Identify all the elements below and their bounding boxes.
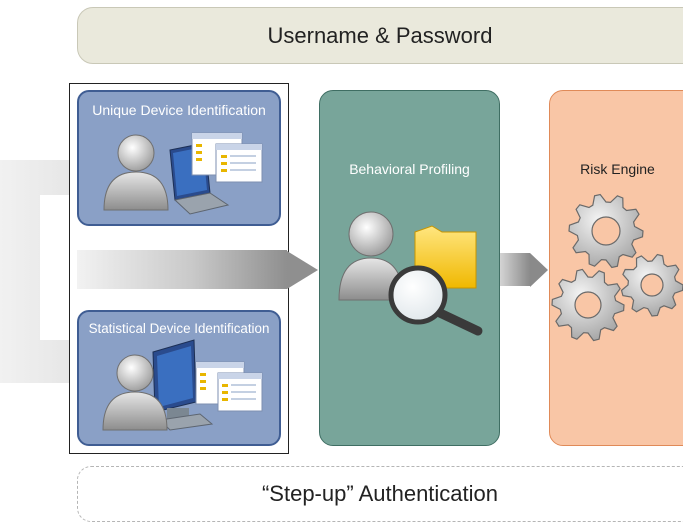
gear-hole (591, 216, 621, 246)
arrow-to-risk (500, 253, 548, 287)
risk-engine-label: Risk Engine (580, 161, 655, 177)
gear-cluster (551, 193, 683, 342)
behavioral-profiling-label: Behavioral Profiling (349, 161, 470, 177)
top-banner-label: Username & Password (267, 23, 493, 48)
magnifier-icon (388, 265, 483, 336)
gear-hole (640, 273, 664, 297)
unique-device-label: Unique Device Identification (92, 102, 266, 118)
user-icon (338, 211, 404, 301)
top-banner (77, 7, 683, 64)
statistical-device-label: Statistical Device Identification (88, 321, 270, 336)
user-icon (103, 134, 169, 211)
step-up-label: “Step-up” Authentication (261, 481, 499, 506)
window-icon (195, 361, 263, 412)
user-icon (102, 354, 168, 431)
gear-hole (574, 291, 602, 319)
desktop-monitor-icon (152, 339, 214, 431)
window-icon (191, 132, 263, 183)
arrow-to-behavioral (77, 250, 318, 289)
